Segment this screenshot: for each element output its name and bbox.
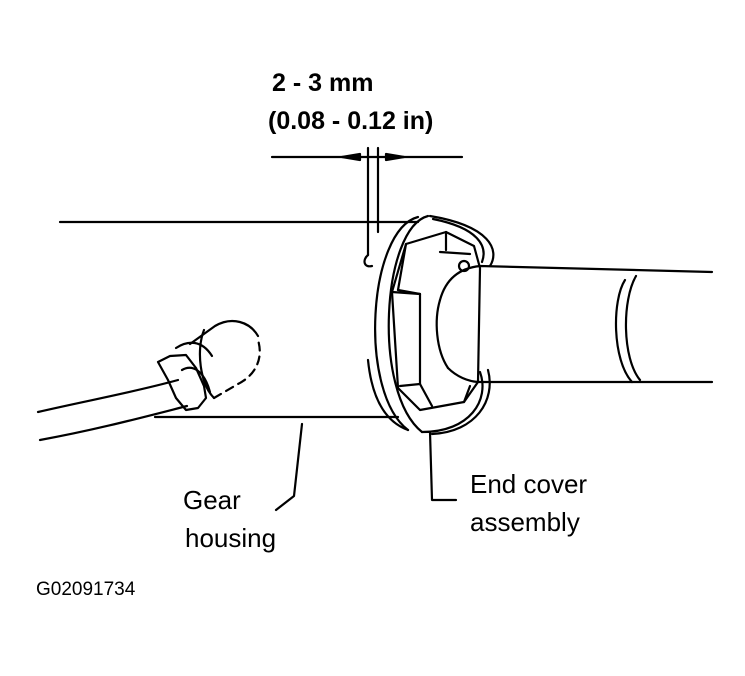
hose-fitting: [36, 319, 261, 442]
callout-gear-housing-line-2: housing: [185, 523, 277, 553]
callout-gear-housing-line-1: Gear: [183, 485, 241, 515]
leader-lines: [274, 422, 458, 512]
dimension-metric: 2 - 3 mm: [272, 69, 374, 97]
rack-shaft: [435, 264, 714, 384]
callout-end-cover-line-1: End cover: [470, 469, 588, 499]
measurement-marker: [270, 146, 464, 268]
figure-id: G02091734: [36, 579, 136, 600]
end-cover-flange: [366, 214, 495, 436]
callout-end-cover-line-2: assembly: [470, 507, 580, 537]
dimension-imperial: (0.08 - 0.12 in): [268, 107, 434, 135]
hex-nut: [390, 230, 482, 412]
gear-housing-tube: [58, 220, 420, 419]
